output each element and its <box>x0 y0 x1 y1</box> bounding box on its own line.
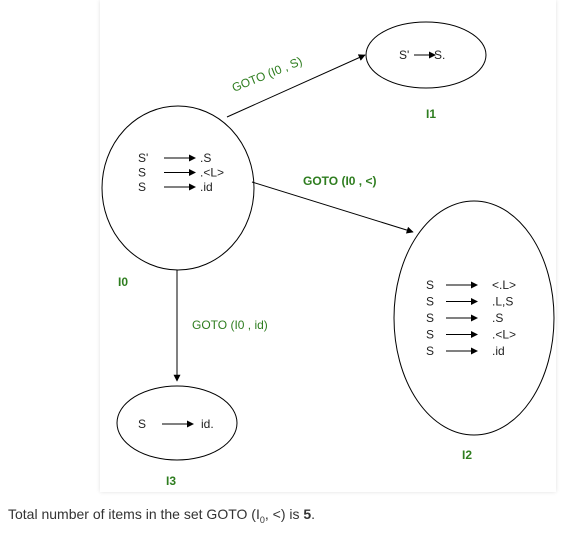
item-lhs: S <box>426 295 434 309</box>
item-lhs: S <box>426 328 434 342</box>
item-lhs: S <box>138 180 146 194</box>
item-lhs: S' <box>399 48 409 62</box>
diagram-canvas: GOTO (I0 , S) GOTO (I0 , <) GOTO (I0 , i… <box>101 21 555 488</box>
caption-count: 5 <box>303 506 312 522</box>
item-lhs: S <box>138 417 146 431</box>
edge-label-goto-i0-id: GOTO (I0 , id) <box>192 318 268 332</box>
arrowhead-icon <box>189 154 196 162</box>
edge-i0-to-i2 <box>251 181 414 234</box>
item-rhs: .<L> <box>200 166 224 180</box>
item-rhs: .id <box>492 344 505 358</box>
arrowhead-icon <box>189 169 196 176</box>
state-name-i3: I3 <box>166 474 176 488</box>
item-rhs: .S <box>492 311 503 325</box>
arrowhead-icon <box>187 420 194 428</box>
state-i0-items: S' .S S .<L> S .id <box>138 151 224 194</box>
state-name-i1: I1 <box>426 107 436 121</box>
arrowhead-icon <box>471 298 478 305</box>
item-rhs: <.L> <box>492 278 516 292</box>
arrowhead-icon <box>471 281 478 289</box>
edge-i0-to-i1 <box>226 54 366 118</box>
edge-label-goto-i0-s: GOTO (I0 , S) <box>230 54 304 95</box>
state-i2-items: S <.L> S .L,S S .S S .<L> S .id <box>426 278 516 358</box>
item-lhs: S' <box>138 151 148 165</box>
item-rhs: .S <box>200 151 211 165</box>
item-rhs: .L,S <box>492 295 513 309</box>
caption-subscript: 0 <box>259 514 265 525</box>
state-i3-ellipse <box>116 385 238 461</box>
caption-prefix: Total number of items in the set GOTO (I <box>8 506 260 522</box>
state-i0-ellipse <box>101 105 255 271</box>
item-rhs: .<L> <box>492 328 516 342</box>
arrowhead-icon <box>471 314 478 322</box>
item-lhs: S <box>426 278 434 292</box>
item-rhs: id. <box>201 417 214 431</box>
state-i2-ellipse <box>393 200 555 436</box>
caption-middle: , <) is <box>264 506 304 522</box>
lr0-goto-diagram: GOTO (I0 , S) GOTO (I0 , <) GOTO (I0 , i… <box>100 0 556 492</box>
caption-text: Total number of items in the set GOTO (I… <box>8 506 315 525</box>
item-lhs: S <box>426 311 434 325</box>
state-i1-items: S' S. <box>399 48 445 62</box>
state-name-i0: I0 <box>118 275 128 289</box>
arrowhead-icon <box>429 51 436 59</box>
arrowhead-icon <box>189 183 196 191</box>
arrowhead-icon <box>471 347 478 355</box>
state-name-i2: I2 <box>462 448 472 462</box>
item-lhs: S <box>426 344 434 358</box>
caption-suffix: . <box>311 506 316 522</box>
item-rhs: S. <box>434 48 445 62</box>
item-rhs: .id <box>200 180 213 194</box>
state-i1-ellipse <box>365 21 487 89</box>
arrowhead-icon <box>471 331 478 338</box>
edge-label-goto-i0-lt: GOTO (I0 , <) <box>303 174 376 188</box>
item-lhs: S <box>138 166 146 180</box>
